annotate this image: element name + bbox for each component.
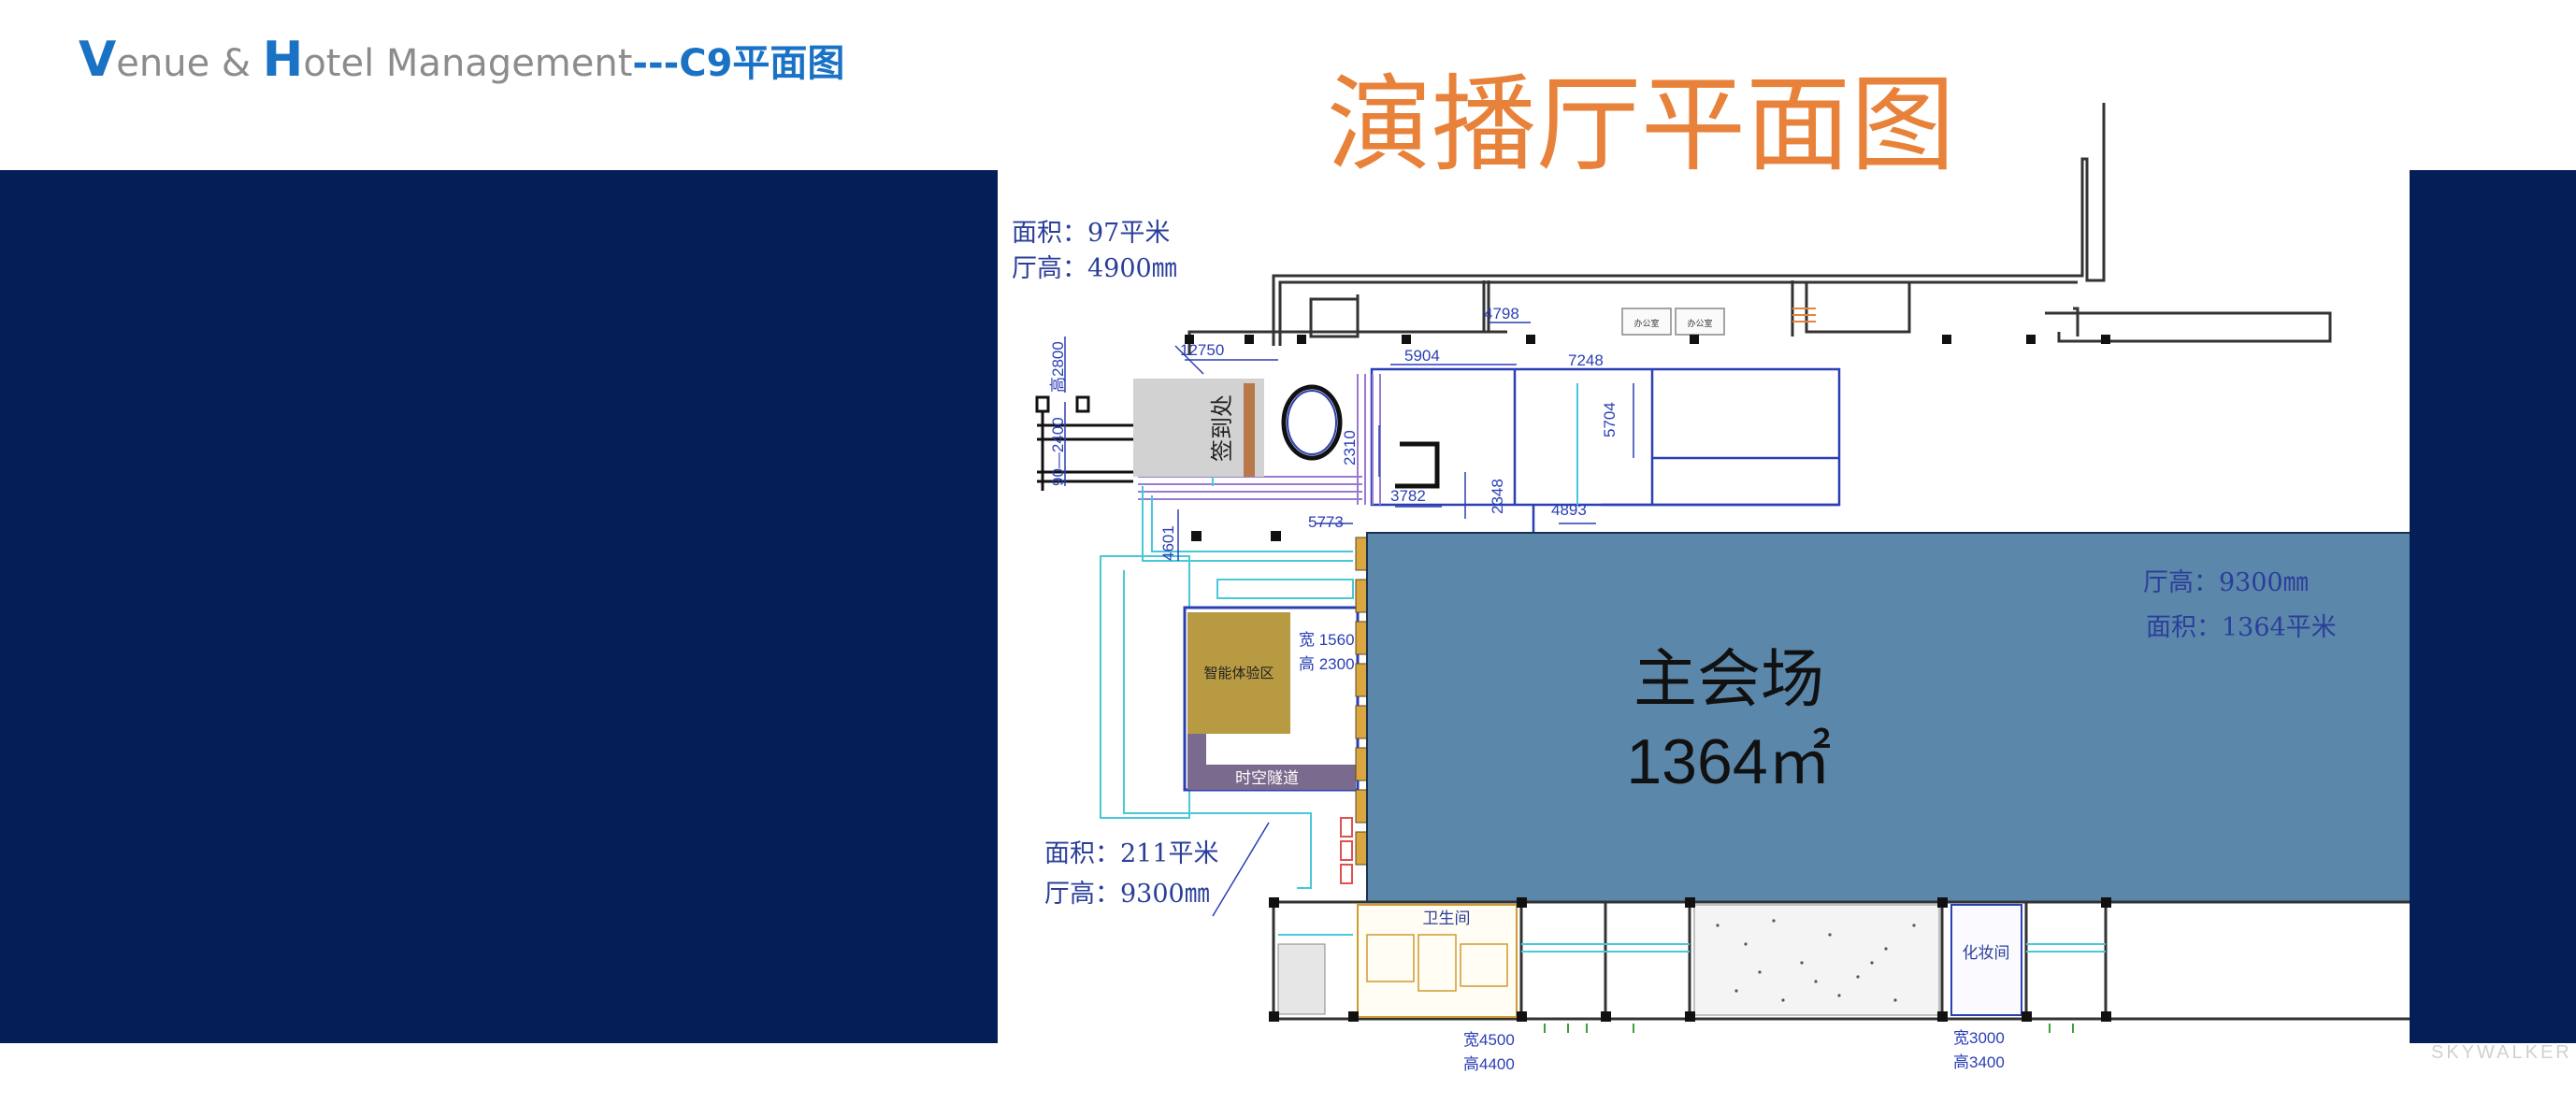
green-door-marks [1544,1024,2074,1033]
right-navy-band [2410,170,2576,1043]
left-entry-doors [1035,395,1133,491]
note-bottom-area: 面积：211平米 [1044,839,1219,868]
dim-4893: 4893 [1551,501,1587,519]
note-right-height: 厅高：9300㎜ [2143,568,2309,597]
title-initial-h: H [262,32,304,88]
office-label-2: 办公室 [1687,318,1712,328]
main-hall-area: 1364㎡ [1626,726,1831,797]
outer-walls [1187,103,2332,355]
dim-5704: 5704 [1601,402,1619,437]
dim-3782: 3782 [1390,487,1426,505]
door-smart-width: 宽 1560 [1299,631,1355,649]
tunnel-label: 时空隧道 [1235,769,1299,787]
door-bottom1-height: 高4400 [1463,1055,1515,1073]
signin-label: 签到处 [1210,394,1235,462]
signin-area [1133,379,1264,477]
dim-5773: 5773 [1308,513,1344,531]
stage-dotted-area [1693,904,1940,1016]
smart-zone-label: 智能体验区 [1203,665,1274,681]
title-text-venue: enue & [116,42,263,85]
upper-room-outlines [1370,367,1841,533]
dim-2310: 2310 [1341,430,1359,466]
dim-5904: 5904 [1404,347,1440,365]
annotations: 面积：97平米 厅高：4900㎜ 厅高：9300㎜ 面积：1364平米 面积：2… [1012,219,2337,909]
toilet-block [1357,904,1518,1018]
dimension-labels: 12750 5904 4798 7248 5704 2310 3782 2348… [1049,305,2005,1073]
dim-4798: 4798 [1484,305,1519,322]
main-hall-name: 主会场 [1633,644,1824,715]
office-room-2 [1675,308,1725,336]
toilet-label: 卫生间 [1423,910,1471,927]
stair-orange [1792,308,1816,322]
makeup-label: 化妆间 [1963,944,2010,962]
watermark: SKYWALKER [2431,1042,2572,1063]
dim-w2400: 90—2400 [1049,417,1067,486]
note-bottom-height: 厅高：9300㎜ [1044,880,1210,909]
title-text-hotel: otel Management [303,42,633,85]
door-bottom1-width: 宽4500 [1463,1031,1515,1049]
door-bottom2-height: 高3400 [1953,1053,2005,1071]
dim-12750: 12750 [1180,341,1224,359]
door-smart-height: 高 2300 [1299,655,1355,673]
left-navy-band [0,170,998,1043]
hall-side-red-marks [1340,817,1353,884]
bottom-columns [1269,897,2111,1022]
dim-h2800: 高2800 [1049,341,1067,393]
plan-title: 演播厅平面图 [1327,64,1955,186]
toilet-partitions [1366,934,1508,992]
title-suffix: ---C9平面图 [632,42,845,85]
door-bottom2-width: 宽3000 [1953,1029,2005,1047]
dim-2348: 2348 [1489,479,1506,514]
round-column [1281,384,1343,461]
tunnel-bar [1187,765,1356,790]
makeup-room [1950,904,2022,1016]
page-title: Venue & Hotel Management---C9平面图 [79,32,844,88]
round-column-inner [1287,390,1337,455]
hall-side-panels [1355,537,1368,866]
signin-desk [1244,383,1255,477]
stage-speckle [1716,919,1916,1002]
floor-plan-svg: 演播厅平面图 办公室 办公室 [1012,64,2523,1073]
structural-columns [1185,335,2110,541]
bottom-cyan-lines [1278,934,2106,953]
office-label-1: 办公室 [1633,318,1659,328]
dim-7248: 7248 [1568,351,1604,369]
office-room-1 [1621,308,1672,336]
black-outline-path [1395,441,1440,489]
note-right-area: 面积：1364平米 [2146,613,2337,642]
bottom-left-hatched [1277,943,1326,1015]
note-top-area: 面积：97平米 [1012,219,1170,248]
floor-plan-image: 演播厅平面图 办公室 办公室 [998,0,2523,1084]
smart-zone-block [1187,612,1290,734]
dim-4601: 4601 [1159,525,1177,561]
dimension-lines [1064,322,2523,917]
note-top-height: 厅高：4900㎜ [1012,254,1177,283]
title-initial-v: V [79,32,117,88]
